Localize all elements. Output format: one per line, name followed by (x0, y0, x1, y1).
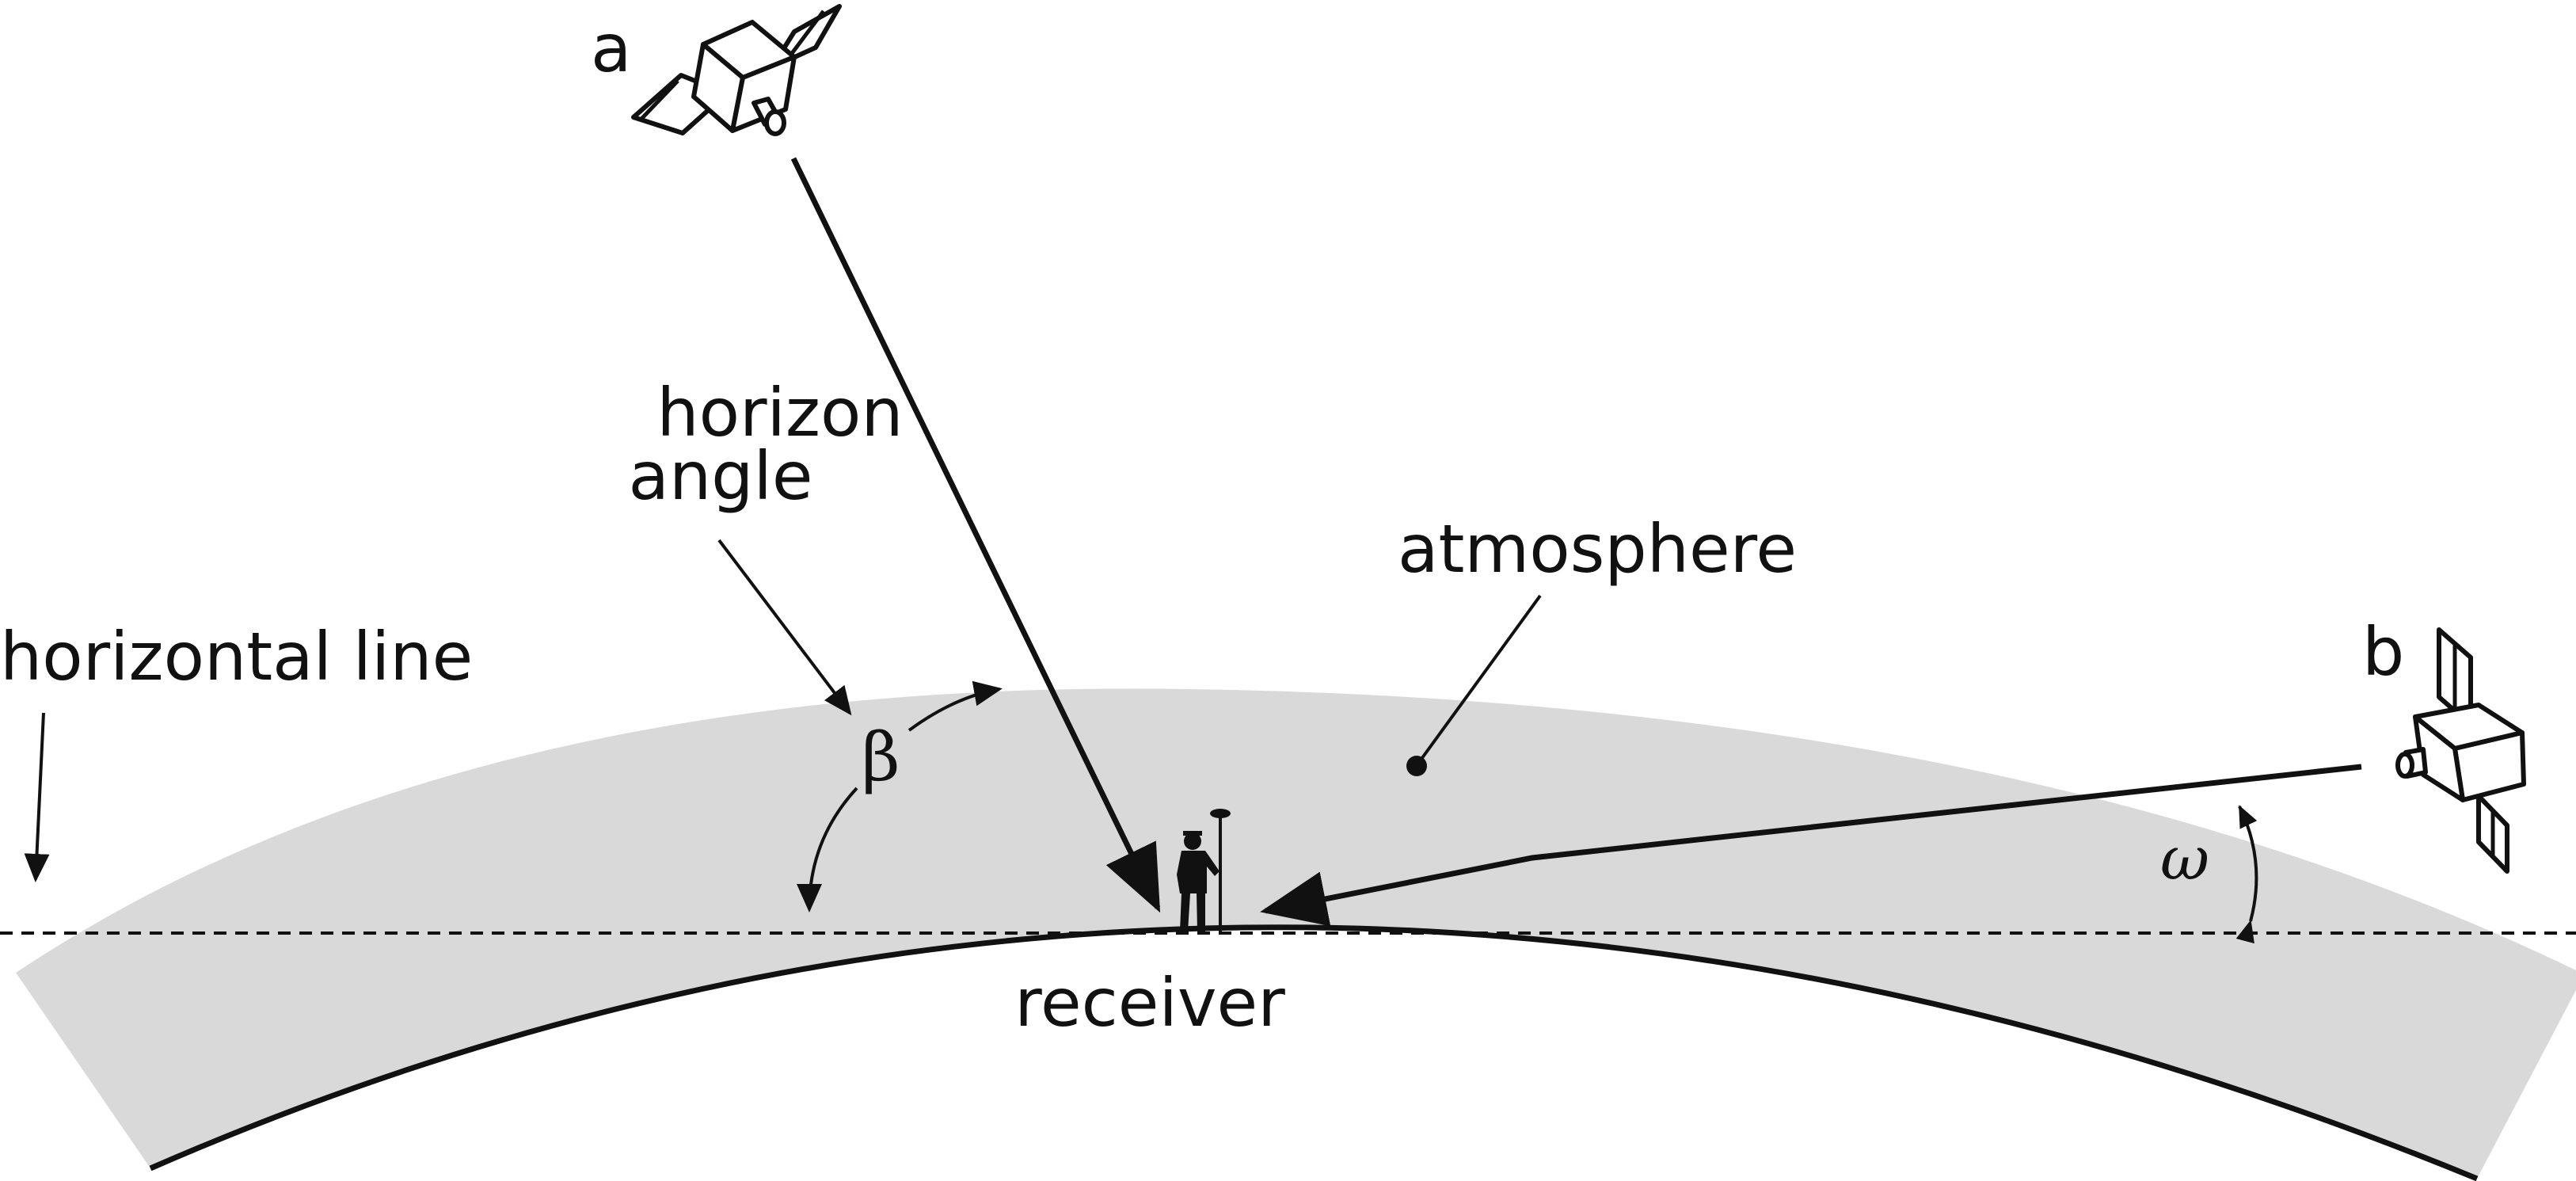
atmosphere-pointer-dot (1406, 756, 1427, 776)
omega-symbol: ω (2160, 823, 2209, 893)
beta-arc-upper (907, 680, 1003, 732)
signal-ray-a (790, 157, 1161, 913)
satellite-a-icon (631, 4, 842, 136)
horizontal-line-label: horizontal line (0, 618, 473, 695)
receiver-label: receiver (1014, 964, 1285, 1042)
beta-symbol: β (862, 718, 900, 796)
atmosphere-pointer (1416, 594, 1542, 766)
satellite-b-icon (2395, 627, 2526, 874)
horizon-angle-label-line2: angle (628, 437, 812, 515)
satellite-a-label: a (591, 10, 631, 87)
horizontal-line-pointer (24, 712, 50, 882)
signal-ray-b (1260, 764, 2362, 927)
satellite-b-label: b (2362, 613, 2404, 691)
horizon-angle-label-line1: horizon (656, 374, 903, 451)
horizon-angle-pointer (717, 539, 852, 716)
beta-arc-lower (797, 787, 858, 912)
surveyor-with-antenna-icon (1177, 809, 1231, 931)
earth-surface (149, 924, 2479, 1181)
atmosphere-label: atmosphere (1398, 510, 1797, 588)
omega-angle-arrow (2235, 805, 2258, 944)
